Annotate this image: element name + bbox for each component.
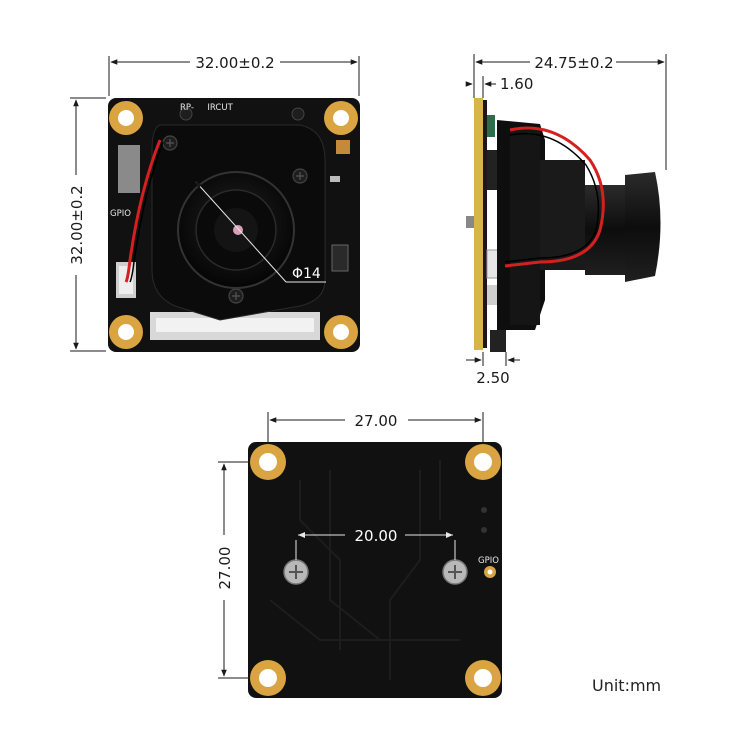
front-width-dimension: 32.00±0.2 [108, 54, 360, 96]
pcb-thickness-dimension: 1.60 [465, 75, 533, 98]
front-height-dimension: 32.00±0.2 [68, 97, 106, 352]
side-view [466, 98, 661, 352]
back-screws [283, 559, 468, 585]
lens-diameter-label: Φ14 [292, 266, 321, 282]
front-red-cable [124, 139, 162, 283]
back-mounting-pads [250, 444, 501, 696]
back-hspacing-label: 27.00 [355, 412, 398, 430]
connector-dimension: 2.50 [466, 352, 520, 387]
side-red-cable [504, 126, 605, 268]
front-silk-top: RP- IRCUT [180, 103, 234, 113]
connector-label: 2.50 [476, 369, 509, 387]
pcb-thickness-label: 1.60 [500, 75, 533, 93]
screw-spacing-label: 20.00 [355, 527, 398, 545]
front-view: RP- IRCUT GPIO Φ14 [108, 98, 360, 352]
back-vspacing-dimension: 27.00 [216, 461, 250, 679]
back-view: GPIO 20.00 [248, 442, 502, 698]
side-lens-front [625, 172, 661, 282]
side-depth-dimension: 24.75±0.2 [473, 54, 667, 170]
side-depth-label: 24.75±0.2 [534, 54, 613, 72]
holder-screws [162, 107, 308, 304]
front-height-label: 32.00±0.2 [68, 185, 86, 264]
back-traces [269, 460, 460, 680]
front-mounting-pads [109, 101, 358, 349]
front-side-component [118, 145, 140, 193]
back-silk-gpio: GPIO [478, 556, 499, 566]
back-vspacing-label: 27.00 [216, 547, 234, 590]
side-pcb [474, 98, 483, 350]
front-width-label: 32.00±0.2 [195, 54, 274, 72]
front-silk-gpio: GPIO [110, 209, 131, 219]
back-hspacing-dimension: 27.00 [267, 412, 484, 444]
unit-label: Unit:mm [592, 676, 662, 695]
side-lens-barrel [585, 185, 630, 275]
